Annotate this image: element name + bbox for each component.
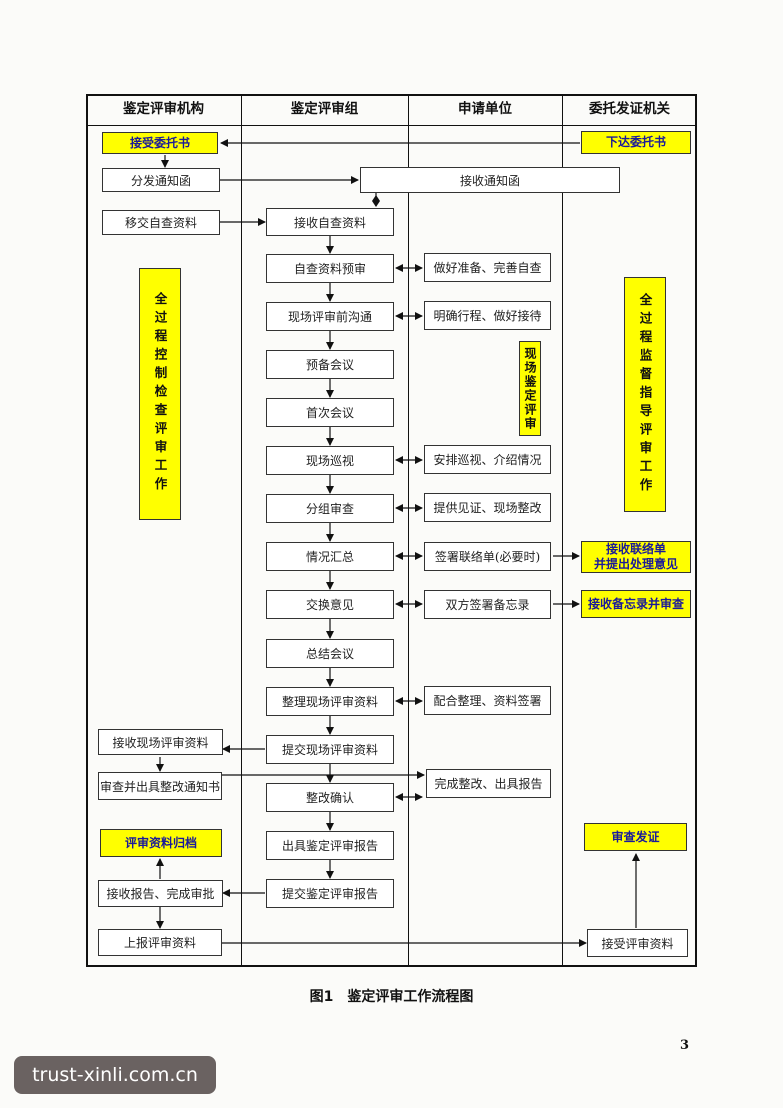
self-check-pre-review-box: 自查资料预审 [266, 254, 394, 283]
full-process-control-box: 全过程控制检查评审工作 [139, 268, 181, 520]
receive-memo-review-box: 接收备忘录并审查 [581, 590, 691, 618]
submit-report-box: 提交鉴定评审报告 [266, 879, 394, 908]
accept-commission-box: 接受委托书 [102, 132, 218, 154]
sign-contact-sheet-box: 签署联络单(必要时) [424, 542, 551, 571]
receive-notice-box: 接收通知函 [360, 167, 620, 193]
sign-memo-box: 双方签署备忘录 [424, 590, 551, 619]
accept-materials-box: 接受评审资料 [587, 929, 688, 957]
receive-self-check-box: 接收自查资料 [266, 208, 394, 236]
provide-evidence-box: 提供见证、现场整改 [424, 493, 551, 522]
receive-report-approve-box: 接收报告、完成审批 [98, 880, 223, 907]
column-header-agency: 鉴定评审机构 [123, 101, 204, 117]
onsite-review-label: 现场鉴定评审 [519, 341, 541, 436]
header-divider [86, 125, 697, 126]
cooperate-organize-box: 配合整理、资料签署 [424, 686, 551, 715]
column-divider-3 [562, 94, 563, 967]
issue-commission-box: 下达委托书 [581, 131, 691, 154]
figure-caption: 图1 鉴定评审工作流程图 [309, 989, 474, 1005]
receive-contact-sheet-line2: 并提出处理意见 [593, 557, 678, 571]
rectification-confirm-box: 整改确认 [266, 783, 394, 812]
review-certify-box: 审查发证 [584, 823, 687, 851]
column-header-team: 鉴定评审组 [290, 101, 359, 117]
column-divider-2 [408, 94, 409, 967]
summary-meeting-box: 总结会议 [266, 639, 394, 668]
pre-onsite-communication-box: 现场评审前沟通 [266, 302, 394, 331]
full-process-supervision-box: 全过程监督指导评审工作 [624, 277, 666, 512]
group-review-box: 分组审查 [266, 494, 394, 523]
flowchart-frame [86, 94, 697, 967]
clarify-schedule-box: 明确行程、做好接待 [424, 301, 551, 330]
receive-contact-sheet-box: 接收联络单 并提出处理意见 [581, 541, 691, 573]
column-divider-1 [241, 94, 242, 967]
review-issue-notice-box: 审查并出具整改通知书 [98, 772, 222, 800]
page-number: 3 [680, 1038, 690, 1053]
archive-materials-box: 评审资料归档 [100, 829, 222, 857]
watermark: trust-xinli.com.cn [14, 1056, 216, 1094]
onsite-inspection-box: 现场巡视 [266, 446, 394, 475]
submit-materials-box: 上报评审资料 [98, 929, 222, 956]
receive-onsite-materials-box: 接收现场评审资料 [98, 729, 223, 755]
exchange-opinions-box: 交换意见 [266, 590, 394, 619]
column-header-applicant: 申请单位 [458, 101, 512, 117]
transfer-self-check-box: 移交自查资料 [102, 210, 220, 235]
complete-rectification-box: 完成整改、出具报告 [426, 769, 551, 798]
receive-contact-sheet-line1: 接收联络单 [605, 542, 666, 556]
summary-box: 情况汇总 [266, 542, 394, 571]
submit-onsite-materials-box: 提交现场评审资料 [266, 735, 394, 764]
prepare-self-check-box: 做好准备、完善自查 [424, 253, 551, 282]
first-meeting-box: 首次会议 [266, 398, 394, 427]
issue-report-box: 出具鉴定评审报告 [266, 831, 394, 860]
organize-materials-box: 整理现场评审资料 [266, 687, 394, 716]
arrange-inspection-box: 安排巡视、介绍情况 [424, 445, 551, 474]
preparatory-meeting-box: 预备会议 [266, 350, 394, 379]
distribute-notice-box: 分发通知函 [102, 168, 220, 192]
column-header-authority: 委托发证机关 [589, 101, 670, 117]
